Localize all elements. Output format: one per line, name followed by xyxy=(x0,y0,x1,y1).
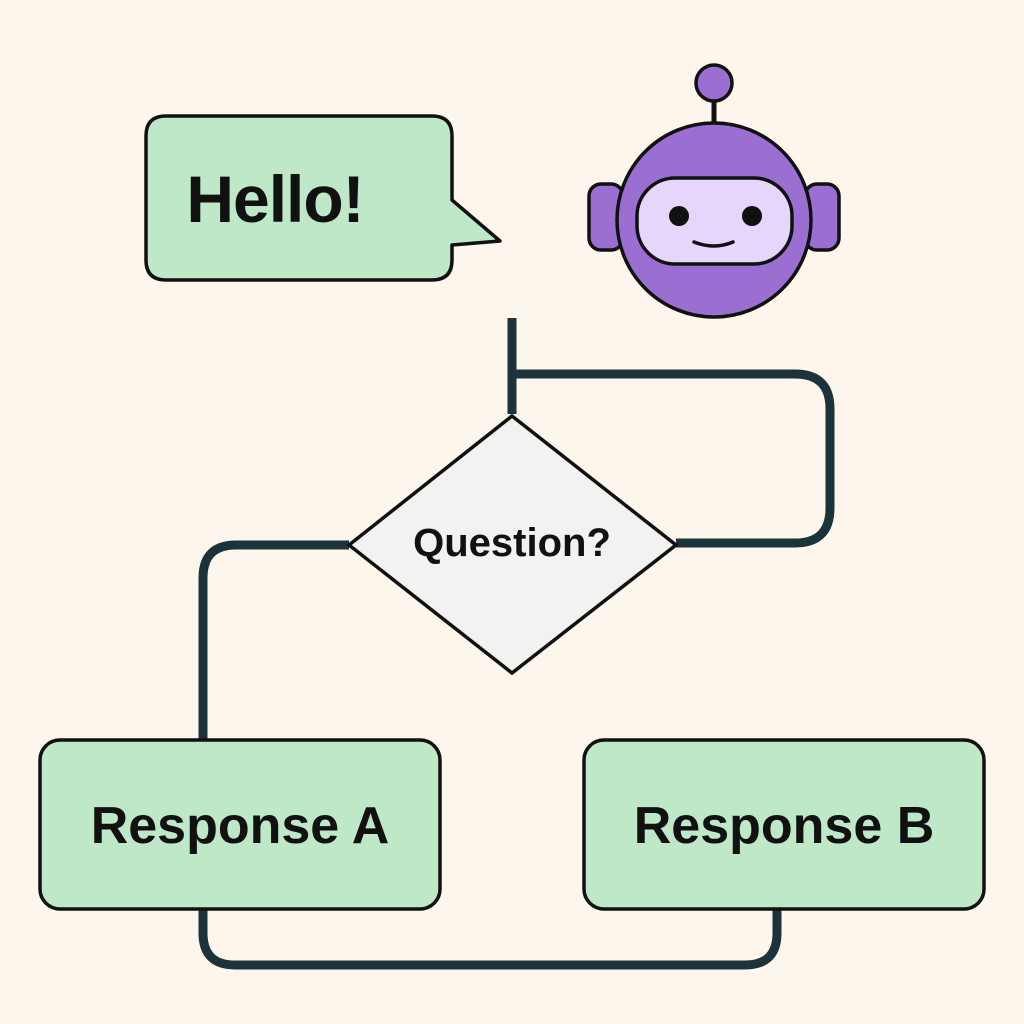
robot-antenna-ball xyxy=(694,63,734,103)
speech-bubble-text: Hello! xyxy=(186,162,364,236)
connector-to-response-a xyxy=(198,540,349,740)
robot-left-eye xyxy=(669,206,689,226)
connector-responses-merge xyxy=(198,909,782,970)
connectors xyxy=(198,318,835,970)
response-b-box xyxy=(582,738,986,911)
response-a-box xyxy=(38,738,442,911)
robot-face-screen xyxy=(635,176,794,266)
response-b-label: Response B xyxy=(633,797,935,855)
response-a-label: Response A xyxy=(90,797,390,855)
decision-question-text: Question? xyxy=(413,521,611,565)
robot-icon xyxy=(587,63,841,319)
robot-right-eye xyxy=(742,206,762,226)
speech-bubble xyxy=(144,114,502,282)
robot-mouth xyxy=(692,240,735,248)
decision-diamond xyxy=(346,413,679,676)
connector-loop xyxy=(512,369,835,548)
